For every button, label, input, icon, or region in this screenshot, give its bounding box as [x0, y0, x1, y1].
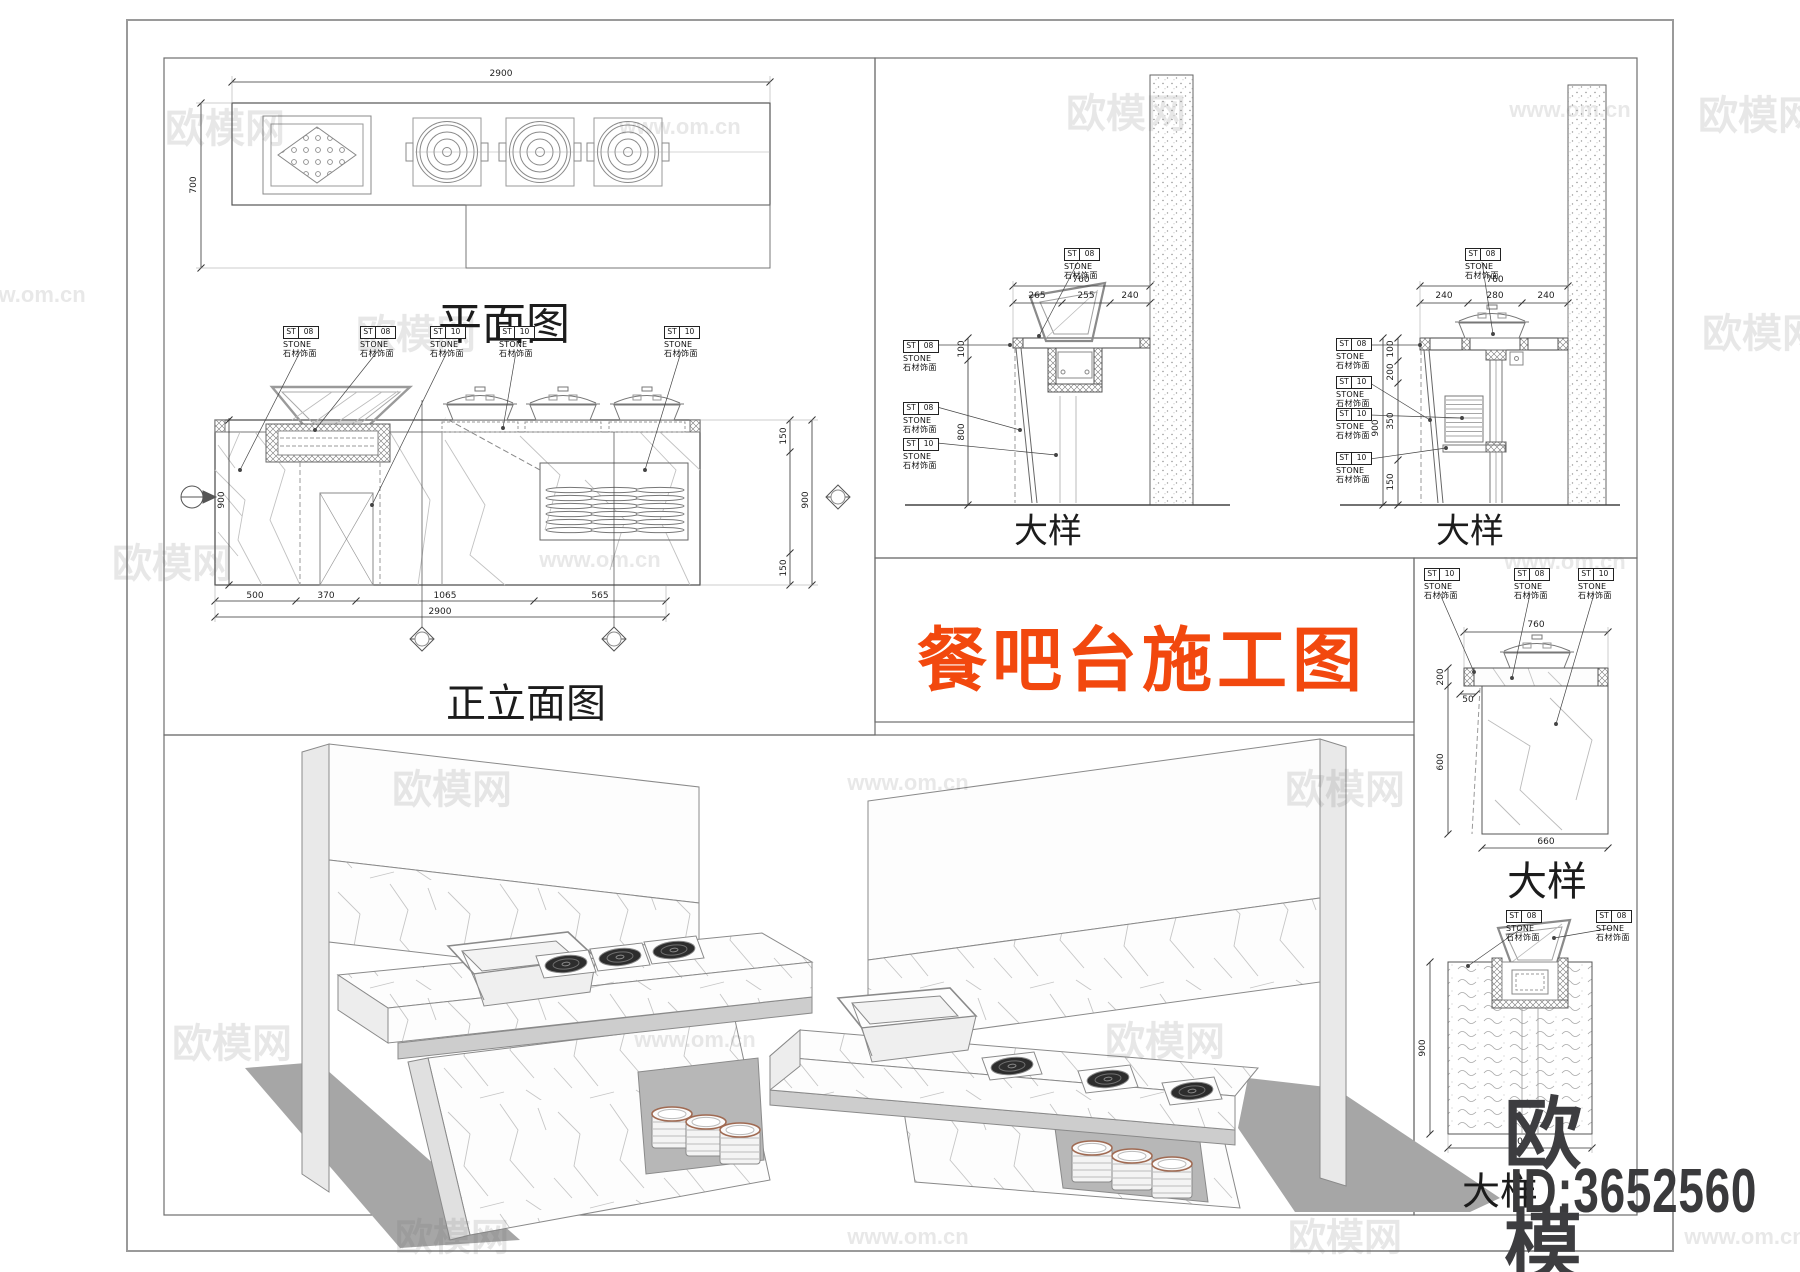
- plan-view: [196, 76, 774, 272]
- detail-section-1: [905, 74, 1230, 509]
- elevation-view: [180, 351, 851, 652]
- model-id: ID:3652560: [1510, 1157, 1758, 1226]
- detail-marker: [180, 484, 851, 652]
- detail-section-3: [1439, 593, 1612, 852]
- detail-section-2: [1340, 84, 1620, 509]
- render-left: [245, 743, 814, 1248]
- detail-section-4: [1426, 918, 1613, 1153]
- sheet-borders: [126, 19, 1674, 1252]
- site-logo-name: 欧模网: [1504, 1090, 1585, 1272]
- render-right: [768, 738, 1500, 1212]
